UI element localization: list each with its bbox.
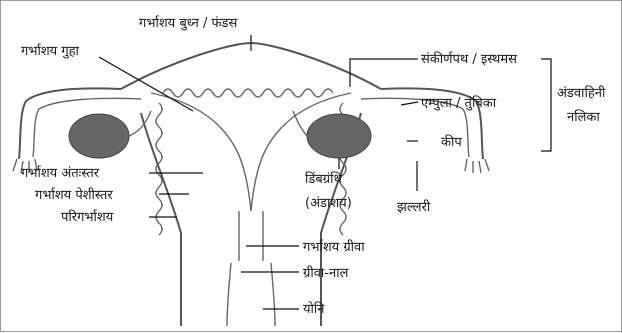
label-isthmus: संकीर्णपथ / इस्थमस (421, 51, 517, 67)
leader-cavity (99, 57, 193, 111)
label-cavity: गर्भाशय गुहा (21, 43, 80, 59)
leader-isthmus (350, 59, 418, 87)
label-endometrium: गर्भाशय अंतःस्तर (21, 165, 100, 181)
oviduct-bracket (541, 59, 551, 151)
right-ovary (307, 114, 371, 158)
label-ampulla: एम्पुला / तुंबिका (421, 95, 497, 111)
label-ovary-line1: डिंबग्रंथि (305, 171, 342, 187)
leader-ampulla (401, 102, 418, 105)
left-ovary (69, 114, 129, 158)
uterus-left-outer (141, 113, 181, 326)
label-ovary-line2: (अंडाशय) (305, 196, 352, 211)
label-cervical-canal: ग्रीवा-नाल (303, 265, 349, 281)
label-cervix: गर्भाशय ग्रीवा (303, 239, 365, 255)
fundus-loops (163, 89, 333, 97)
label-oviduct-line1: अंडवाहिनी (557, 85, 606, 101)
label-vagina: योनि (303, 301, 325, 317)
cervical-canal (239, 211, 263, 261)
right-fimbriae (465, 159, 489, 173)
label-infundibulum: कीप (441, 134, 462, 150)
right-ovarian-ligament (293, 111, 307, 136)
label-myometrium: गर्भाशय पेशीस्तर (35, 187, 113, 203)
uterine-cavity-outline (151, 93, 251, 211)
label-fimbriae: झल्लरी (397, 199, 431, 215)
label-oviduct-line2: नलिका (567, 109, 600, 125)
label-perimetrium: परिगर्भाशय (61, 209, 114, 225)
label-fundus: गर्भाशय बुध्न / फंडस (139, 15, 237, 31)
